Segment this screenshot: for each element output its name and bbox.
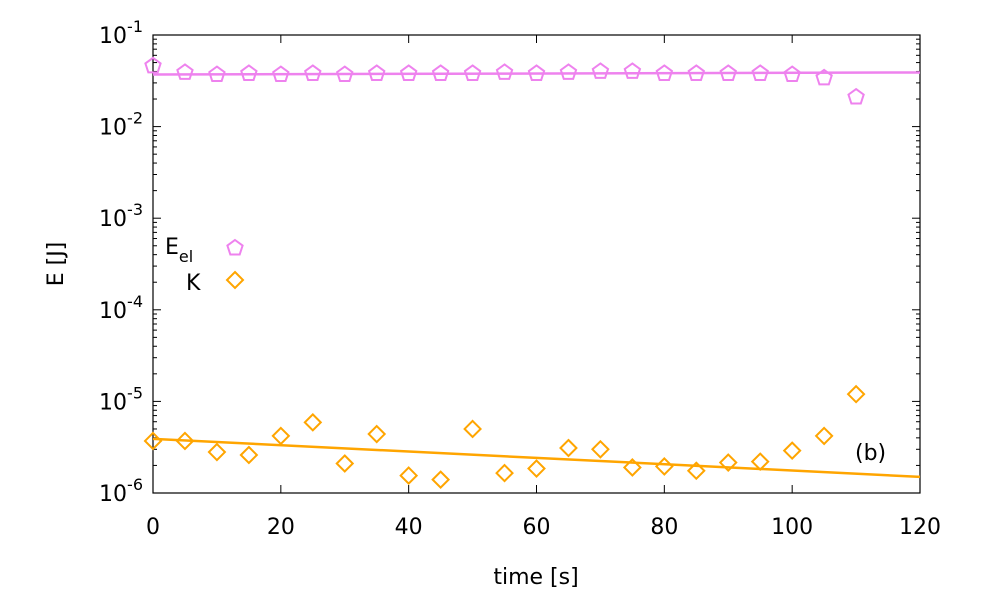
data-point-k	[559, 438, 578, 458]
data-point-eel	[783, 65, 801, 83]
data-point-k	[335, 454, 355, 473]
data-point-k	[527, 459, 546, 478]
data-point-eel	[815, 68, 833, 86]
data-point-k	[399, 466, 419, 485]
fit-lines	[152, 71, 921, 479]
legend: Eel K	[165, 235, 245, 296]
data-point-k	[431, 470, 451, 490]
y-axis: 10-6 10-5 10-4 10-3 10-2 10-1	[99, 17, 920, 507]
x-axis: 0 20 40 60 80 100 120	[146, 35, 941, 540]
data-point-eel	[304, 64, 322, 81]
legend-marker-k	[225, 270, 245, 290]
legend-marker-eel	[226, 238, 244, 256]
data-point-k	[143, 431, 163, 451]
data-point-eel	[463, 64, 482, 81]
x-tick-label: 20	[267, 515, 295, 540]
x-tick-label: 60	[523, 515, 551, 540]
legend-symbol-eel	[226, 238, 244, 256]
data-point-eel	[367, 64, 386, 81]
data-point-eel	[399, 64, 418, 81]
data-point-k	[175, 431, 195, 451]
data-point-eel	[527, 64, 546, 81]
x-tick-label: 0	[146, 515, 160, 540]
legend-symbol-k	[225, 270, 245, 290]
plot-border	[152, 34, 921, 494]
y-tick-label: 10-3	[99, 200, 143, 232]
data-point-k	[591, 439, 610, 459]
data-point-k	[750, 452, 770, 472]
y-axis-label: E [J]	[44, 242, 69, 287]
legend-label-k: K	[186, 271, 201, 296]
fit-line-k	[152, 437, 921, 479]
x-tick-label: 100	[771, 515, 813, 540]
x-tick-label: 120	[899, 515, 941, 540]
data-point-eel	[751, 64, 769, 81]
data-point-k	[686, 461, 706, 481]
data-point-k	[303, 412, 323, 432]
data-point-eel	[272, 65, 290, 83]
data-point-eel	[559, 63, 578, 80]
data-point-eel	[144, 56, 162, 74]
data-point-eel	[208, 65, 226, 83]
y-tick-label: 10-2	[99, 109, 143, 141]
data-point-eel	[240, 64, 258, 81]
data-point-k	[271, 426, 291, 446]
data-point-k	[814, 426, 834, 446]
data-point-eel	[719, 64, 738, 81]
data-markers	[143, 56, 866, 490]
data-point-eel	[655, 64, 674, 81]
data-point-eel	[591, 62, 610, 79]
data-point-k	[367, 424, 387, 444]
y-tick-label: 10-1	[99, 17, 143, 49]
data-point-k	[207, 442, 227, 462]
data-point-eel	[176, 63, 194, 80]
data-point-eel	[687, 64, 706, 81]
data-point-eel	[431, 64, 450, 81]
data-point-k	[463, 419, 482, 439]
x-tick-label: 40	[395, 515, 423, 540]
fit-line-eel	[152, 71, 921, 76]
plot-area	[152, 34, 921, 494]
y-tick-label: 10-6	[99, 475, 143, 507]
data-point-k	[495, 463, 514, 483]
legend-label-eel: Eel	[165, 235, 193, 266]
data-point-k	[654, 457, 674, 476]
data-point-eel	[623, 62, 642, 79]
data-point-eel	[847, 87, 865, 105]
data-point-eel	[335, 65, 354, 83]
data-point-k	[782, 441, 802, 461]
data-point-k	[846, 384, 866, 404]
panel-annotation: (b)	[855, 441, 886, 466]
data-point-k	[239, 445, 259, 465]
y-tick-label: 10-4	[99, 292, 143, 324]
data-point-eel	[495, 63, 514, 80]
data-point-k	[718, 453, 738, 472]
data-point-k	[622, 458, 642, 477]
x-tick-label: 80	[650, 515, 678, 540]
y-tick-label: 10-5	[99, 383, 143, 415]
x-axis-label: time [s]	[493, 565, 578, 590]
